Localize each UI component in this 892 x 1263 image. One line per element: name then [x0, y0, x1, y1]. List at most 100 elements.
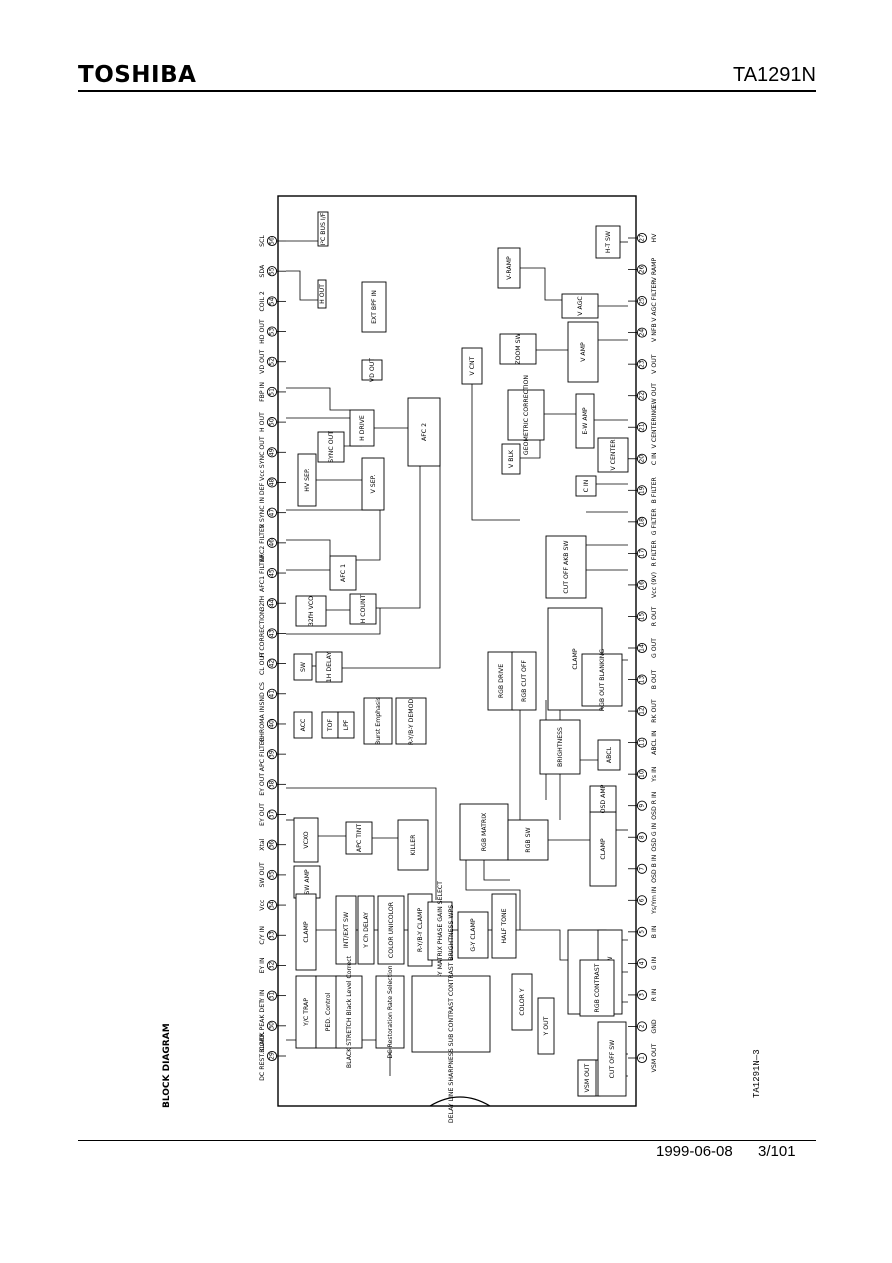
block: GEOMETRIC CORRECTION	[507, 375, 545, 456]
pin-label: ABCL IN	[651, 730, 658, 755]
block-label: LPF	[343, 719, 350, 730]
block: ACC	[293, 711, 313, 739]
header-rule	[78, 90, 816, 92]
block-label: V AGC	[577, 296, 584, 315]
block-label: HV SEP.	[304, 468, 311, 491]
pin-number: 44	[269, 599, 276, 607]
block-label: ABCL	[606, 746, 613, 763]
block: V-RAMP	[497, 247, 521, 289]
pin-number: 30	[269, 1022, 276, 1030]
block: RGB SW	[507, 819, 549, 861]
pin-label: H OUT	[259, 412, 266, 432]
block-label: INT/EXT SW	[343, 912, 350, 948]
block-label: BLACK STRETCH Black Level Correct	[346, 955, 353, 1068]
pin-label: C/Y IN	[259, 926, 266, 945]
wire	[286, 387, 350, 411]
pin-number: 36	[269, 841, 276, 849]
block: DC Restoration Rate Selection	[375, 965, 405, 1059]
block-label: AFC 1	[340, 564, 347, 582]
block-label: SW	[300, 662, 307, 672]
block: SYNC OUT	[317, 431, 345, 463]
pin-number: 42	[269, 660, 276, 668]
pin-label: SCL	[259, 235, 266, 247]
block: G-Y CLAMP	[457, 911, 489, 959]
block-label: H COUNT	[360, 594, 367, 623]
block-label: EXT BPF IN	[371, 290, 378, 324]
pin-number: 2	[639, 1024, 646, 1028]
block: ABCL	[597, 739, 621, 771]
block-label: C-Y MATRIX PHASE GAIN SELECT	[437, 881, 444, 981]
pin-label: EY IN	[259, 957, 266, 973]
wire	[471, 384, 520, 521]
pin-number: 52	[269, 358, 276, 366]
block: COLOR Y	[511, 973, 533, 1031]
pin-label: COIL 2	[259, 291, 266, 311]
block: ZOOM SW	[499, 333, 537, 365]
pin-number: 8	[639, 835, 646, 839]
pin-label: APC FILTER	[259, 736, 266, 771]
pin-label: CL OUT	[259, 652, 266, 675]
chip-outline	[277, 195, 637, 1107]
block-label: APC TINT	[356, 824, 363, 852]
pin-label: B FILTER	[651, 477, 658, 504]
block: OSD AMP	[589, 784, 617, 813]
block: KILLER	[397, 819, 429, 871]
pin-number: 6	[639, 898, 646, 902]
block-label: V BLK	[508, 449, 515, 468]
block: V CENTER	[597, 437, 629, 473]
pin-number: 32	[269, 961, 276, 969]
pin-label: G FILTER	[651, 508, 658, 535]
pin-number: 21	[639, 423, 646, 431]
pin-label: G IN	[651, 956, 658, 970]
pin-label: VD OUT	[259, 349, 266, 373]
block: RGB CONTRAST	[579, 959, 615, 1017]
pin-number: 19	[639, 486, 646, 494]
wire	[286, 539, 331, 556]
block: VD OUT	[361, 358, 383, 382]
block-label: RGB OUT BLANKING	[599, 649, 606, 712]
pin-label: SND CS	[259, 682, 266, 706]
pin-number: 1	[639, 1056, 646, 1060]
block: H OUT	[317, 279, 327, 309]
block-label: RGB SW	[525, 827, 532, 852]
pin-number: 14	[639, 644, 646, 652]
pin-number: 9	[639, 804, 646, 808]
block-label: V CNT	[469, 356, 476, 375]
block-label: 32fH VCO	[308, 596, 315, 626]
pin-label: SW OUT	[259, 862, 266, 887]
pin-number: 29	[269, 1052, 276, 1060]
pin-number: 53	[269, 328, 276, 336]
block-label: GEOMETRIC CORRECTION	[523, 375, 530, 456]
pin-number: 50	[269, 418, 276, 426]
block-label: KILLER	[410, 834, 417, 856]
block: C-Y MATRIX PHASE GAIN SELECT	[427, 881, 453, 981]
wire	[342, 420, 441, 669]
pin-number: 51	[269, 388, 276, 396]
block-label: HALF TONE	[501, 908, 508, 943]
block: RGB MATRIX	[459, 803, 509, 861]
pin-label: Y IN	[259, 989, 266, 1003]
pin-label: Xtal	[259, 838, 266, 850]
block-label: COLOR UNICOLOR	[388, 901, 395, 958]
block: RGB OUT BLANKING	[581, 649, 623, 712]
pin-label: R IN	[651, 988, 658, 1001]
pin-label: DC REST. CORR.	[259, 1031, 266, 1081]
top-pin-33: 33C/Y IN	[259, 926, 286, 945]
block: CLAMP	[295, 893, 317, 971]
block: V AGC	[561, 293, 599, 319]
block: Y/C TRAP	[295, 975, 317, 1049]
